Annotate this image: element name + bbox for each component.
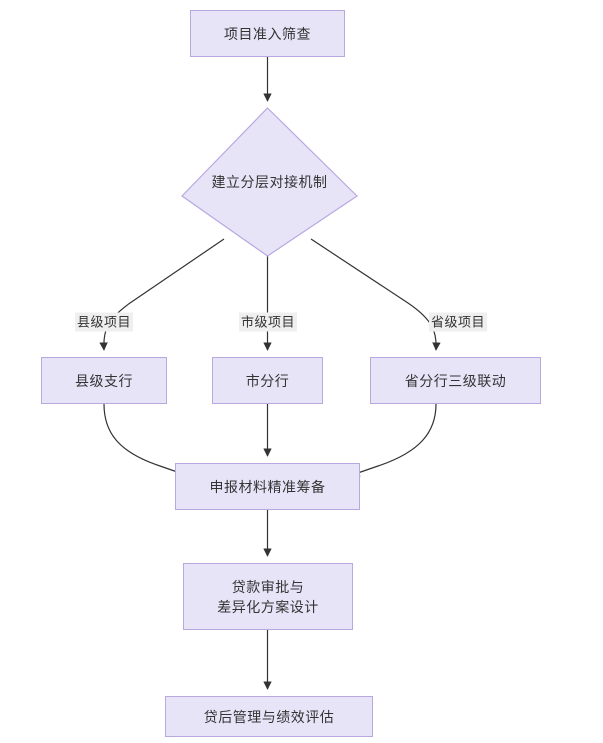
node-application-materials[interactable]: 申报材料精准筹备	[175, 463, 360, 510]
node-province-three-level[interactable]: 省分行三级联动	[370, 357, 541, 404]
edge-label-province: 省级项目	[428, 312, 488, 332]
node-label: 市分行	[245, 372, 290, 389]
node-project-screening[interactable]: 项目准入筛查	[190, 10, 345, 57]
node-loan-approval[interactable]: 贷款审批与 差异化方案设计	[183, 563, 353, 630]
edge-label-city: 市级项目	[238, 312, 298, 332]
node-city-branch[interactable]: 市分行	[212, 357, 323, 404]
edge-n5-n6	[351, 403, 437, 477]
node-decision[interactable]: 建立分层对接机制	[182, 108, 357, 256]
node-label: 项目准入筛查	[224, 25, 311, 42]
node-county-branch[interactable]: 县级支行	[41, 357, 167, 404]
edge-label-county: 县级项目	[74, 312, 134, 332]
node-label: 省分行三级联动	[404, 372, 507, 389]
node-decision-shape[interactable]	[181, 107, 358, 257]
edge-n3-n6	[103, 403, 187, 477]
node-label: 贷款审批与 差异化方案设计	[217, 578, 319, 615]
node-label: 贷后管理与绩效评估	[203, 708, 335, 725]
node-post-loan-management[interactable]: 贷后管理与绩效评估	[165, 696, 373, 737]
node-label: 申报材料精准筹备	[209, 478, 326, 495]
node-label: 建立分层对接机制	[211, 174, 328, 190]
node-label: 县级支行	[75, 372, 133, 389]
